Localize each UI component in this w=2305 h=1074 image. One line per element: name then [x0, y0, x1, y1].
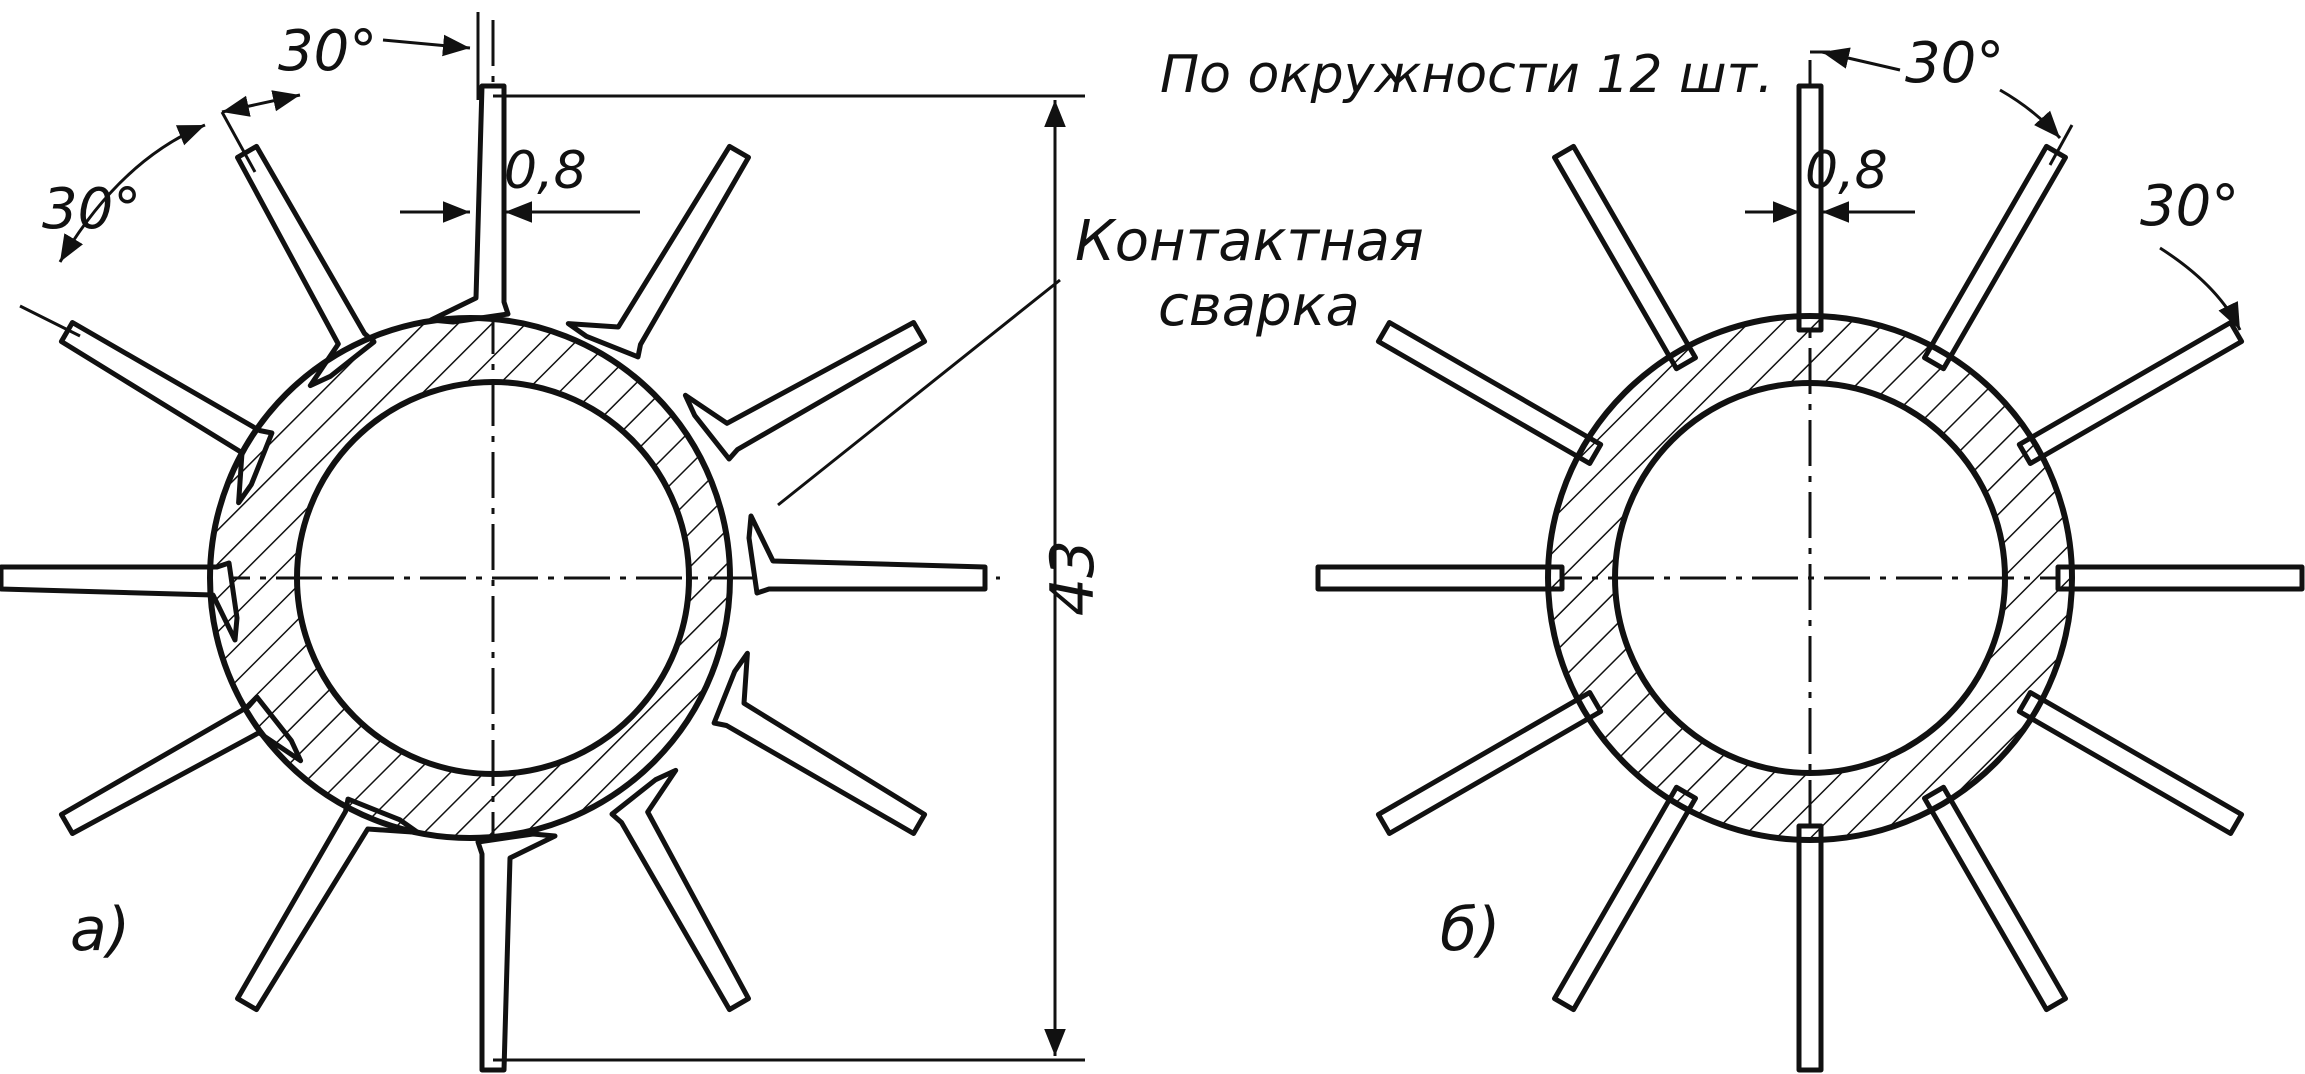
- fins-b-fin: [1315, 564, 1565, 592]
- fins-a-fin: [428, 83, 511, 325]
- view-a-label: а): [70, 895, 130, 965]
- welding-label-line2: сварка: [1158, 274, 1360, 339]
- fins-a-fin: [235, 796, 421, 1013]
- view-b-fins: [1315, 83, 2305, 1073]
- view-b-assembly: [1315, 60, 2305, 1073]
- fins-a-fin: [565, 143, 751, 360]
- view-b-dimensions: [1745, 47, 2242, 331]
- view-a-tube-wall: [210, 318, 730, 838]
- fins-b-fin: [1375, 320, 1604, 466]
- fins-b-fin: [1375, 690, 1604, 836]
- fins-a-fin: [711, 650, 928, 836]
- view-a-fins: [0, 83, 988, 1073]
- angle-label-top-b: 30°: [1905, 31, 2004, 96]
- angle-label-side-a: 30°: [42, 177, 141, 242]
- fins-a-fin: [609, 767, 751, 1013]
- fins-b-fin: [1796, 823, 1824, 1073]
- fins-b-fin: [1796, 83, 1824, 333]
- welding-label-line1: Контактная: [1075, 209, 1424, 274]
- fins-a-fin: [475, 831, 558, 1073]
- fins-b-fin: [1552, 784, 1698, 1013]
- angle-label-side-b: 30°: [2140, 174, 2239, 239]
- view-b-tube-inner: [1612, 380, 2008, 776]
- view-a-tube-inner: [294, 379, 692, 777]
- view-a-dimensions: [19, 12, 1085, 1062]
- view-b-label: б): [1440, 895, 1500, 965]
- fins-b-fin: [1552, 143, 1698, 372]
- thickness-label-b: 0,8: [1805, 141, 1888, 201]
- fins-a-fin: [746, 513, 988, 596]
- height-dimension-label: 43: [1038, 540, 1108, 616]
- fins-b-fin: [1922, 784, 2068, 1013]
- thickness-label-a: 0,8: [504, 141, 587, 201]
- fins-a-fin: [0, 560, 240, 643]
- fins-a-fin: [682, 320, 928, 462]
- fins-b-fin: [2016, 320, 2245, 466]
- view-b-tube-outer: [1545, 313, 2075, 843]
- count-note-label: По окружности 12 шт.: [1160, 45, 1773, 105]
- fins-b-fin: [2016, 690, 2245, 836]
- fins-b-fin: [2055, 564, 2305, 592]
- view-a-assembly: [0, 20, 1000, 1073]
- angle-label-top-a: 30°: [278, 19, 377, 84]
- fins-b-fin: [1922, 143, 2068, 372]
- welding-leader-a: [777, 278, 1061, 507]
- view-a-tube-outer: [207, 315, 733, 841]
